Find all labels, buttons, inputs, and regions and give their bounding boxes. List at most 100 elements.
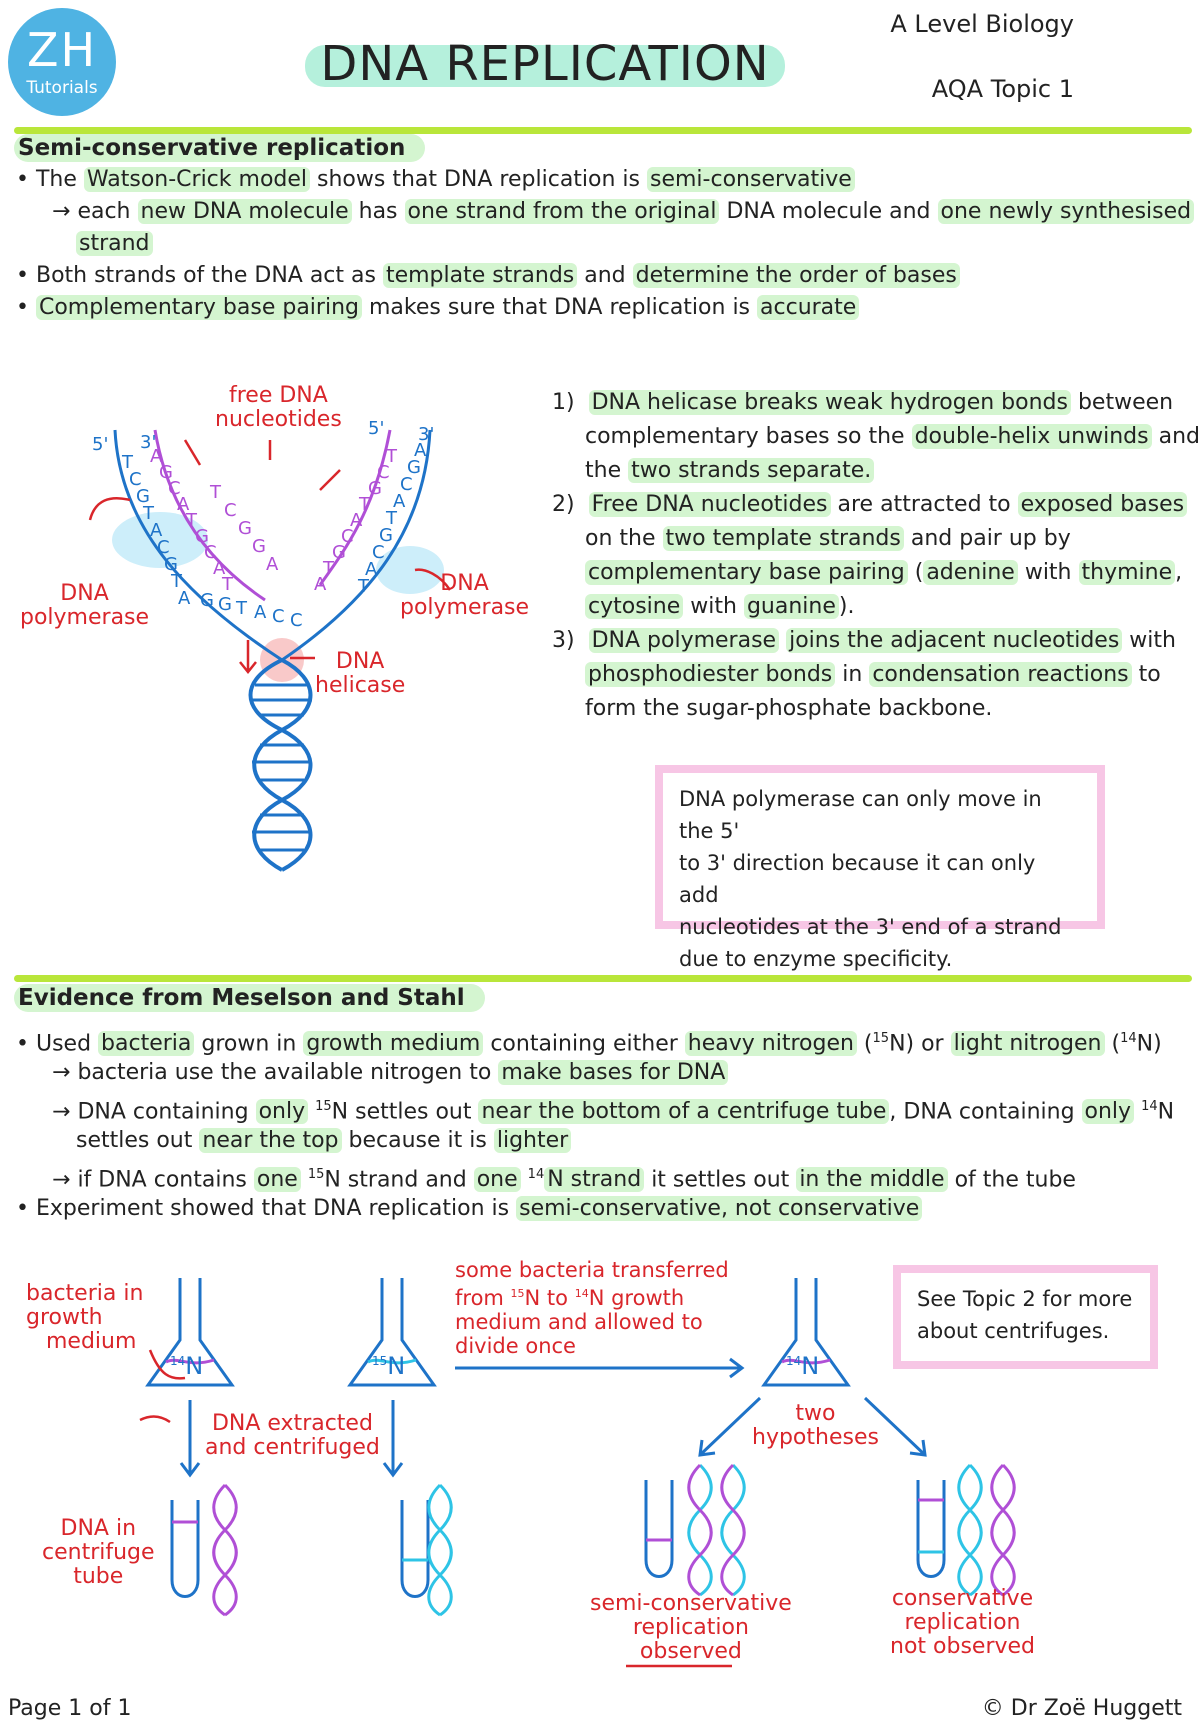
semi-conservative-result: semi-conservative replication observed	[590, 1592, 792, 1664]
text: form the sugar-phosphate backbone.	[585, 696, 993, 721]
label-line: tube	[73, 1564, 124, 1589]
arrow-bacteria	[148, 1349, 186, 1380]
hypotheses-label: two hypotheses	[752, 1402, 879, 1450]
highlight: light nitrogen	[950, 1031, 1105, 1057]
helix-light	[212, 1483, 238, 1617]
polymerase-direction-note: DNA polymerase can only move in the 5' t…	[655, 765, 1105, 971]
text: bacteria use the available nitrogen to	[77, 1060, 499, 1085]
base-right-template: C	[372, 542, 385, 563]
left-polymerase-arrow	[88, 496, 131, 521]
highlight: Complementary base pairing	[35, 295, 362, 320]
text: in	[835, 662, 870, 687]
step-3: 3) DNA polymerase joins the adjacent nuc…	[552, 624, 1176, 658]
free-nucleotides-label: free DNA nucleotides	[215, 384, 342, 432]
text: it settles out	[644, 1167, 797, 1193]
step-2-line-2: on the two template strands and pair up …	[585, 522, 1071, 556]
highlight: one	[253, 1167, 301, 1193]
base-right-new: T	[386, 446, 397, 467]
base-free: G	[252, 536, 266, 557]
flask-2-label: 15N	[372, 1352, 405, 1380]
replication-fork-diagram	[88, 429, 452, 872]
base-left-new: C	[168, 478, 181, 499]
highlight: joins the adjacent nucleotides	[786, 628, 1123, 653]
highlight: lighter	[493, 1128, 572, 1153]
base-left-new: A	[213, 558, 226, 579]
step-1-line-3: the two strands separate.	[585, 454, 875, 488]
left-template-strand	[113, 429, 283, 662]
text: containing either	[483, 1031, 685, 1057]
highlight: guanine	[743, 594, 839, 619]
bullet-1-sub: → each new DNA molecule has one strand f…	[52, 195, 1195, 229]
text: N settles out	[331, 1099, 479, 1125]
base-right-new: G	[368, 478, 382, 499]
step-2-line-3: complementary base pairing (adenine with…	[585, 556, 1182, 590]
base-right-template: C	[400, 474, 413, 495]
label-line: DNA	[440, 571, 489, 596]
text: has	[351, 199, 405, 224]
text: to	[1131, 662, 1161, 687]
text: with	[1122, 628, 1176, 653]
base-bottom: G	[218, 594, 232, 615]
bullet-1-sub-cont: strand	[76, 227, 153, 261]
label-line: from 15N to 14N growth	[455, 1282, 729, 1310]
superscript: 15	[872, 1031, 890, 1046]
base-bottom: G	[200, 590, 214, 611]
flask-1	[145, 1278, 235, 1387]
right-new-strand	[318, 429, 392, 586]
highlight: accurate	[757, 295, 860, 320]
highlight: adenine	[923, 560, 1018, 585]
step-3-line-2: phosphodiester bonds in condensation rea…	[585, 658, 1161, 692]
text: and	[1151, 424, 1200, 449]
step-2-line-4: cytosine with guanine).	[585, 590, 854, 624]
superscript: 14	[527, 1167, 545, 1182]
base-left-new: T	[186, 510, 197, 531]
highlight: two template strands	[662, 526, 904, 551]
superscript: 15	[372, 1354, 388, 1368]
base-right-template: T	[386, 508, 397, 529]
step-1: 1) DNA helicase breaks weak hydrogen bon…	[552, 386, 1173, 420]
polymerase-left-label: DNA polymerase	[20, 582, 149, 630]
base-left-new: C	[204, 542, 217, 563]
base-free: A	[266, 554, 279, 575]
evidence-sub-3: → if DNA contains one 15N strand and one…	[52, 1167, 1076, 1193]
text: ,	[1175, 560, 1183, 585]
five-prime-left: 5'	[92, 434, 109, 455]
base-left-template: C	[157, 537, 170, 558]
transfer-label: some bacteria transferred from 15N to 14…	[455, 1258, 729, 1358]
label-line: divide once	[455, 1334, 576, 1358]
arrow-down-1	[179, 1400, 201, 1478]
polymerase-blob-right	[376, 546, 444, 594]
text: of the tube	[947, 1167, 1076, 1193]
base-left-template: G	[136, 486, 150, 507]
base-right-new: A	[314, 574, 327, 595]
bacteria-label: bacteria in growth medium	[26, 1282, 143, 1354]
label-line: two	[795, 1401, 836, 1426]
logo-sub: Tutorials	[26, 78, 98, 98]
text: because it is	[341, 1128, 494, 1153]
step-number: 3)	[552, 628, 575, 653]
tube-2	[400, 1500, 430, 1598]
text: N	[387, 1352, 406, 1380]
highlight: make bases for DNA	[498, 1060, 729, 1085]
label-line: DNA extracted	[211, 1411, 373, 1436]
base-left-template: A	[178, 588, 191, 609]
label-line: bacteria in	[26, 1281, 144, 1306]
text: with	[683, 594, 744, 619]
highlight: condensation reactions	[869, 662, 1132, 687]
text: N strand and	[324, 1167, 474, 1193]
flask-1-label: 14N	[170, 1352, 203, 1380]
highlight: exposed bases	[1017, 492, 1188, 517]
label-line: conservative	[891, 1586, 1034, 1611]
text: and pair up by	[903, 526, 1071, 551]
highlight: only	[1081, 1099, 1135, 1125]
step-2: 2) Free DNA nucleotides are attracted to…	[552, 488, 1188, 522]
tube-4	[916, 1480, 946, 1578]
highlight: one newly synthesised	[937, 199, 1195, 224]
label-line: replication	[904, 1610, 1021, 1635]
step-number: 2)	[552, 492, 575, 517]
base-left-template: A	[150, 520, 163, 541]
label-line: polymerase	[400, 595, 530, 620]
section-divider-2	[14, 975, 1192, 982]
label-line: nucleotides	[215, 407, 342, 432]
text: Used	[35, 1031, 99, 1057]
